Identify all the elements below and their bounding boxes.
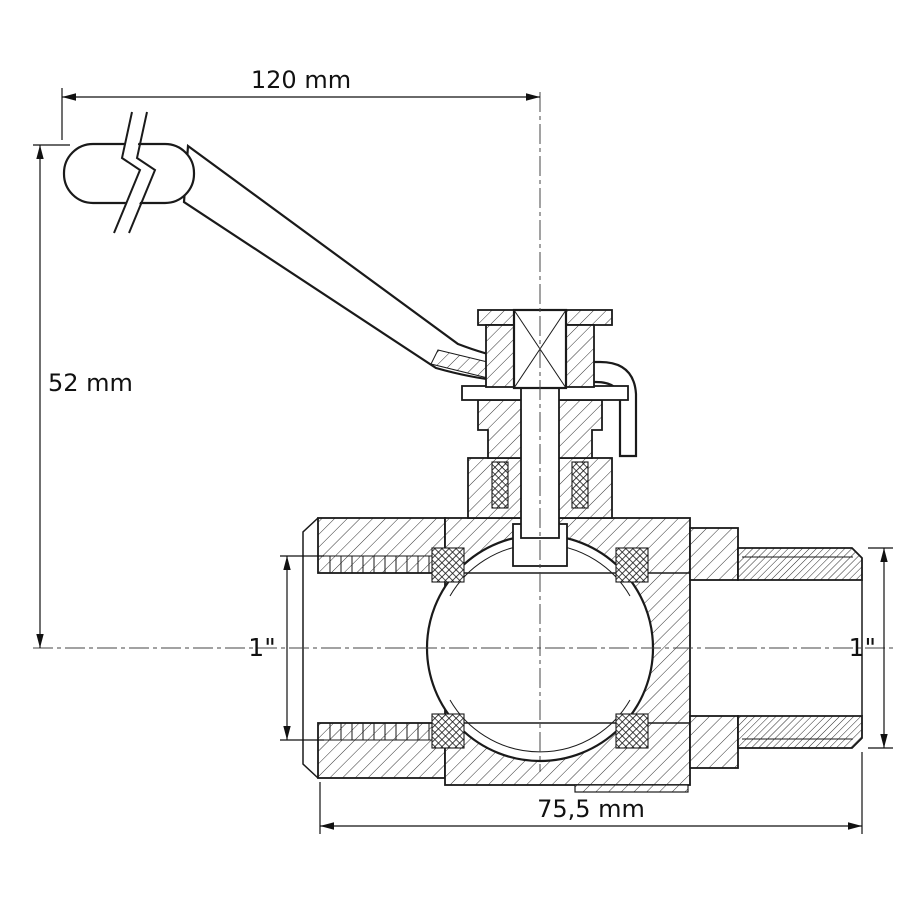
ball-seat [431,547,465,583]
male-thread-wall-bottom [737,715,863,749]
handle-break-mask [114,112,155,235]
dim-handle-height-label: 52 mm [48,369,133,397]
female-thread-ticks-bottom [329,723,430,740]
stem-nut-left [485,324,515,388]
female-thread-ticks-top [329,556,430,573]
body-bottom-step [574,784,689,793]
stem-packing-seal [571,461,589,509]
stem-nut-right [565,324,595,388]
dim-handle-length-label: 120 mm [251,66,351,94]
female-port-wall-bottom [317,722,446,779]
dim-right-port-label: 1" [849,633,876,662]
male-thread-crests [742,556,853,740]
centerlines [33,92,895,772]
dim-left-port-label: 1" [248,633,275,662]
male-port-collar-top [689,527,739,581]
ball-seat [615,547,649,583]
ball-seat [615,713,649,749]
male-thread-wall-top [737,547,863,581]
male-port-collar-bottom [689,715,739,769]
female-thread-crests [322,555,432,741]
break-symbol-icon [113,111,142,234]
dim-body-length-label: 75,5 mm [537,795,645,823]
break-symbol-icon [128,111,157,234]
bore-lines [445,572,690,724]
stem-packing-seal [491,461,509,509]
female-port-wall-top [317,517,446,574]
ball-seat [431,713,465,749]
dimensions-group: 120 mm 52 mm 1" 1" 75,5 mm [33,66,893,834]
